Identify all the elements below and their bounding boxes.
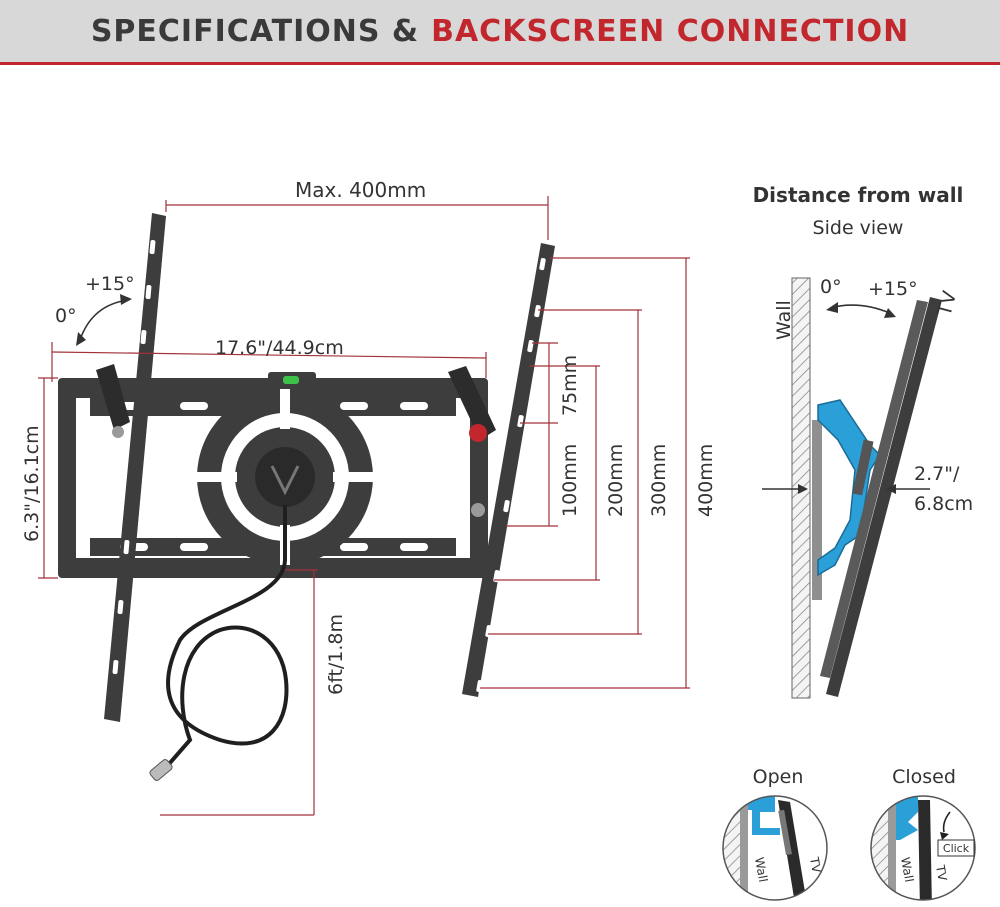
tilt-zero-label: 0° xyxy=(55,305,77,327)
height-label: 6.3"/16.1cm xyxy=(21,425,43,542)
tv-bracket-rail xyxy=(820,300,928,678)
coax-connector-icon xyxy=(149,759,173,781)
distance-line2: 6.8cm xyxy=(914,493,973,515)
header-title-part1: SPECIFICATIONS & xyxy=(90,13,420,49)
screw-icon xyxy=(471,503,485,517)
side-tilt-zero-label: 0° xyxy=(820,276,842,298)
header-banner: SPECIFICATIONS & BACKSCREEN CONNECTION xyxy=(0,0,1000,65)
wall-mount-illustration xyxy=(58,213,555,781)
max-width-label: Max. 400mm xyxy=(295,178,426,202)
lock-closed-label: Closed xyxy=(892,766,956,788)
tilt-plus-label: +15° xyxy=(85,273,135,295)
arrow-head-icon xyxy=(826,302,838,313)
vesa-200-label: 200mm xyxy=(605,444,627,517)
distance-line1: 2.7"/ xyxy=(914,463,960,485)
cable-hub xyxy=(255,447,315,507)
dimension-lines xyxy=(38,196,690,816)
lock-open-wall-label: Wall xyxy=(752,856,770,883)
rail-right-holes xyxy=(476,258,546,693)
arrow-head-icon xyxy=(798,484,808,494)
side-view-illustration xyxy=(791,277,942,699)
side-subtitle: Side view xyxy=(813,217,904,239)
vesa-400-label: 400mm xyxy=(695,444,717,517)
rail-left-holes xyxy=(112,240,156,675)
vesa-300-label: 300mm xyxy=(648,444,670,517)
arm-joint xyxy=(852,439,874,496)
level-bubble xyxy=(283,376,299,384)
locking-knob-icon xyxy=(469,424,487,442)
tilt-arrow-icon xyxy=(79,299,129,341)
vesa-75-label: 75mm xyxy=(559,355,581,416)
lock-open-detail xyxy=(722,795,828,901)
arrow-head-icon xyxy=(120,294,132,305)
vesa-100-label: 100mm xyxy=(559,444,581,517)
click-arrow-icon xyxy=(942,811,951,833)
side-tilt-plus-label: +15° xyxy=(868,278,918,300)
hook-left xyxy=(96,364,130,430)
lock-open-label: Open xyxy=(753,766,804,788)
lock-closed-tv-label: TV xyxy=(933,863,950,882)
click-label: Click xyxy=(943,842,970,855)
side-wall-label: Wall xyxy=(773,300,795,340)
tv-panel xyxy=(826,297,942,697)
header-title-part2: BACKSCREEN CONNECTION xyxy=(431,13,910,49)
side-title: Distance from wall xyxy=(753,183,964,207)
side-tilt-arrow-icon xyxy=(829,304,893,315)
hub-logo-icon xyxy=(270,465,300,496)
cable-length-label: 6ft/1.8m xyxy=(325,614,347,695)
arrow-head-icon xyxy=(940,832,949,840)
hook-right xyxy=(448,366,496,440)
width-label: 17.6"/44.9cm xyxy=(215,337,344,359)
wall-plate xyxy=(812,420,822,600)
arrow-head-icon xyxy=(884,308,896,318)
lock-open-tv-label: TV xyxy=(807,855,824,874)
rail-left xyxy=(104,213,166,722)
arrow-head-icon xyxy=(886,484,896,494)
click-badge xyxy=(937,839,975,857)
arrow-head-icon xyxy=(76,332,86,346)
rail-right xyxy=(462,243,555,697)
screw-icon xyxy=(112,426,124,438)
extension-cable xyxy=(160,505,289,774)
lock-closed-wall-label: Wall xyxy=(898,856,916,883)
